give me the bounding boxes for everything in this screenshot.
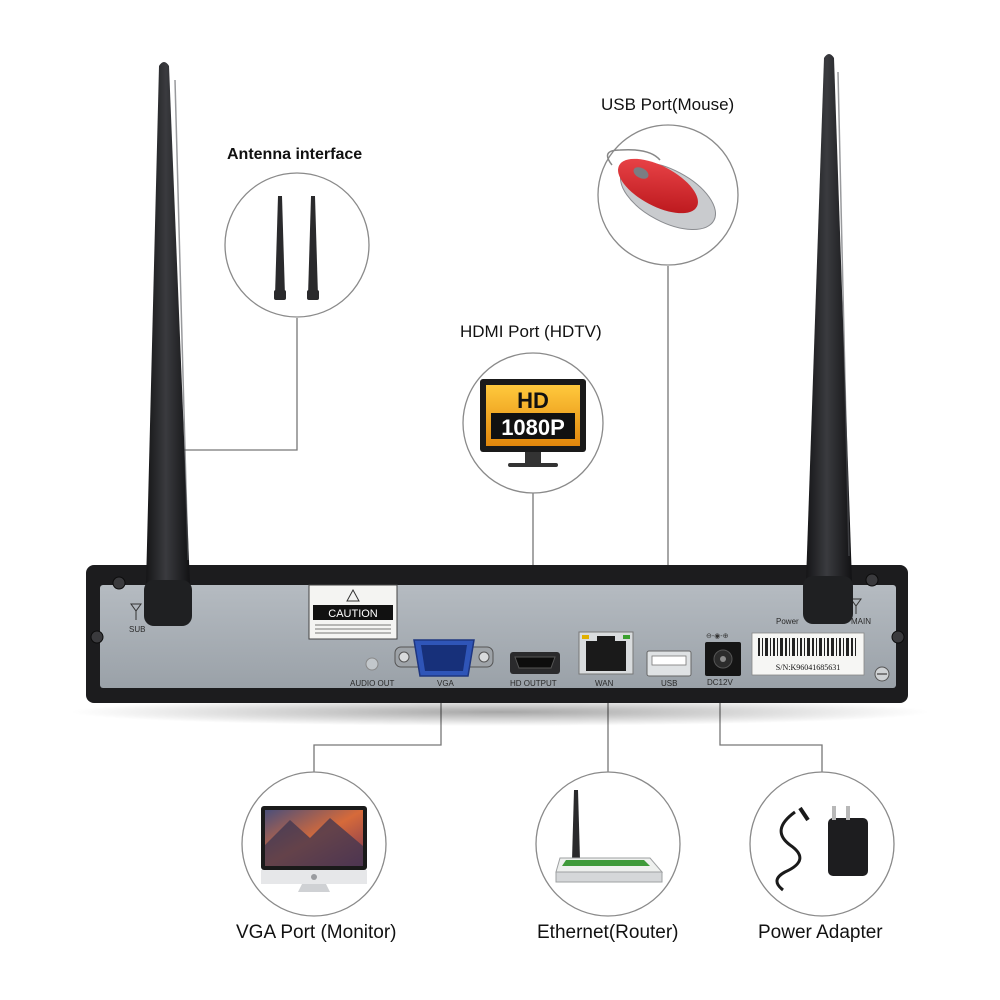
main-label: MAIN xyxy=(851,617,871,626)
hd-badge-line2: 1080P xyxy=(501,415,565,440)
ethernet-callout xyxy=(535,771,681,917)
router-icon xyxy=(555,790,664,883)
back-panel xyxy=(100,585,896,688)
serial-sticker: S/N:K96041685631 xyxy=(751,632,865,676)
monitor-icon xyxy=(261,806,367,892)
dc-power-jack: ⊖-◉-⊕ xyxy=(705,633,741,676)
caution-sticker: CAUTION xyxy=(308,584,398,640)
wan-port xyxy=(578,631,634,675)
usb-port-label: USB Port(Mouse) xyxy=(601,95,735,114)
antenna-callout-line xyxy=(183,318,298,451)
svg-text:⊖-◉-⊕: ⊖-◉-⊕ xyxy=(706,633,729,640)
vga-label: VGA xyxy=(437,679,455,688)
hdmi-port xyxy=(510,652,560,674)
ground-screw xyxy=(874,666,890,682)
caution-label: CAUTION xyxy=(328,608,378,620)
wan-label: WAN xyxy=(595,679,614,688)
vga-port xyxy=(394,639,494,677)
hdmi-port-label: HDMI Port (HDTV) xyxy=(460,322,602,341)
right-antenna xyxy=(803,54,853,624)
sub-label: SUB xyxy=(129,625,145,634)
audio-out-label: AUDIO OUT xyxy=(350,679,395,688)
power-label: Power xyxy=(776,617,799,626)
usb-label: USB xyxy=(661,679,677,688)
power-adapter-icon xyxy=(775,806,868,892)
screw-icon xyxy=(891,630,905,644)
vga-port-label: VGA Port (Monitor) xyxy=(236,922,397,943)
antenna-interface-label: Antenna interface xyxy=(227,146,363,163)
antenna-callout xyxy=(224,172,370,318)
vga-callout xyxy=(241,771,387,917)
dc12v-label: DC12V xyxy=(707,678,733,687)
hd-output-label: HD OUTPUT xyxy=(510,679,557,688)
nvr-unit: SUB MAIN Power CAUTION AUDIO OUT VGA xyxy=(70,565,930,726)
screw-icon xyxy=(865,573,879,587)
mouse-icon xyxy=(606,148,717,231)
usb-callout xyxy=(597,124,739,266)
hd-monitor-icon: HD 1080P xyxy=(480,379,586,467)
chassis-screws xyxy=(90,573,905,644)
power-callout xyxy=(749,771,895,917)
hd-badge-line1: HD xyxy=(517,388,549,413)
usb-port xyxy=(646,650,692,677)
unit-shadow xyxy=(70,698,930,726)
hdmi-callout: HD 1080P xyxy=(462,352,604,494)
audio-out-jack xyxy=(365,657,379,671)
power-adapter-label: Power Adapter xyxy=(758,922,883,943)
screw-icon xyxy=(90,630,104,644)
screw-icon xyxy=(112,576,126,590)
antenna-symbol-icon xyxy=(130,598,862,620)
ethernet-label: Ethernet(Router) xyxy=(537,922,679,943)
left-antenna xyxy=(144,62,192,626)
mini-antenna-icon xyxy=(274,196,319,300)
serial-number: S/N:K96041685631 xyxy=(776,663,840,672)
